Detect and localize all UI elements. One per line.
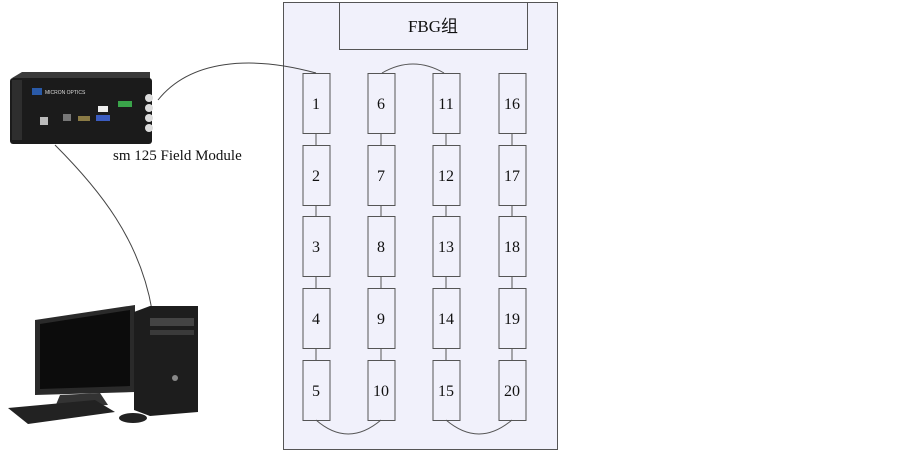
fbg-group-title: FBG组 [408, 17, 458, 36]
fbg-sensor-label: 5 [312, 383, 320, 400]
fbg-sensor-box [367, 73, 396, 134]
fbg-sensor-label: 11 [438, 96, 453, 113]
fbg-sensor-label: 3 [312, 239, 320, 256]
fbg-sensor-label: 16 [504, 96, 520, 113]
fbg-sensor-box [367, 145, 396, 206]
fbg-sensor-box [302, 360, 331, 421]
sm125-device-image: MICRON OPTICS [10, 72, 153, 144]
fbg-sensor-box [367, 360, 396, 421]
fbg-sensor-box [432, 216, 461, 277]
fbg-sensor-label: 20 [504, 383, 520, 400]
fbg-sensor-box [432, 360, 461, 421]
desktop-computer-image [8, 305, 198, 424]
fbg-sensor-label: 18 [504, 239, 520, 256]
fbg-sensor-label: 13 [438, 239, 454, 256]
fbg-sensor-box [432, 145, 461, 206]
fbg-sensor-label: 1 [312, 96, 320, 113]
fbg-sensor-box [498, 288, 527, 349]
fbg-sensor-label: 12 [438, 168, 454, 185]
fbg-sensor-box [367, 216, 396, 277]
fbg-sensor-box [498, 73, 527, 134]
fbg-sensor-label: 17 [504, 168, 520, 185]
fbg-sensor-label: 9 [377, 311, 385, 328]
fbg-sensor-box [302, 216, 331, 277]
fbg-group-title-box [339, 2, 528, 50]
connector-15-20 [445, 419, 513, 435]
connector-5-10 [315, 419, 382, 435]
fbg-sensor-label: 15 [438, 383, 454, 400]
fbg-sensor-label: 6 [377, 96, 385, 113]
device-brand: MICRON OPTICS [45, 90, 86, 96]
fbg-sensor-label: 7 [377, 168, 385, 185]
cable-to-computer [54, 144, 153, 311]
fbg-sensor-box [367, 288, 396, 349]
fbg-sensor-box [498, 360, 527, 421]
connector-6-11 [381, 63, 445, 74]
fbg-sensor-label: 2 [312, 168, 320, 185]
fbg-sensor-label: 8 [377, 239, 385, 256]
fbg-sensor-label: 4 [312, 311, 320, 328]
device-label: sm 125 Field Module [113, 148, 242, 164]
fbg-sensor-label: 10 [373, 383, 389, 400]
fbg-sensor-box [498, 145, 527, 206]
fiber-cable-to-sensor-1 [157, 62, 317, 101]
fbg-sensor-label: 14 [438, 311, 454, 328]
fbg-sensor-box [432, 288, 461, 349]
fbg-sensor-label: 19 [504, 311, 520, 328]
